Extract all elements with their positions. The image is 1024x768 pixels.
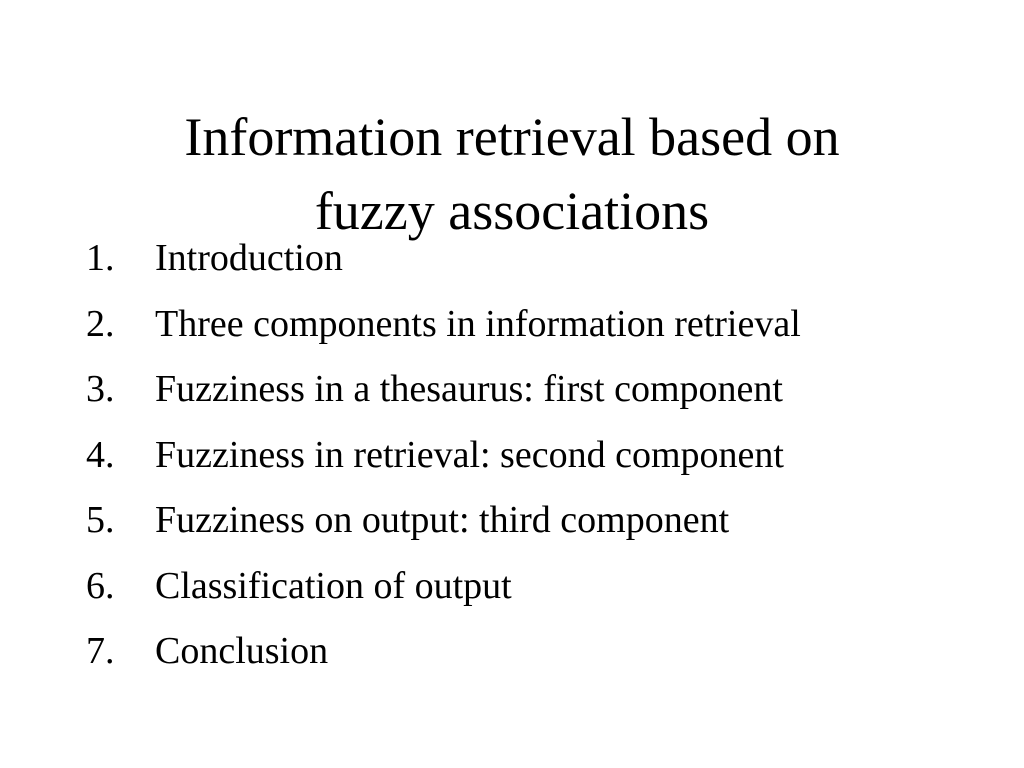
outline-item: 5. Fuzziness on output: third component xyxy=(86,490,801,556)
outline-item-number: 6. xyxy=(86,564,115,607)
outline-item-number: 7. xyxy=(86,630,115,672)
outline-item: 6. Classification of output xyxy=(86,556,801,622)
outline-item: 1. Introduction xyxy=(86,228,801,294)
outline-item: 2. Three components in information retrie… xyxy=(86,294,801,360)
outline-item: 3. Fuzziness in a thesaurus: first compon… xyxy=(86,359,801,425)
outline-list: 1. Introduction 2. Three components in inf… xyxy=(86,228,801,687)
outline-item-text: Fuzziness on output: third component xyxy=(155,499,730,541)
slide-title-line-2: fuzzy associations xyxy=(314,181,710,242)
outline-item-number: 3. xyxy=(86,368,115,410)
outline-item-number: 5. xyxy=(86,499,115,541)
outline-item-text: Classification of output xyxy=(155,564,512,607)
outline-item-number: 1. xyxy=(86,237,115,279)
outline-item: 7. Conclusion xyxy=(86,621,801,687)
outline-item-text: Fuzziness in a thesaurus: first componen… xyxy=(155,368,783,410)
outline-item-number: 4. xyxy=(86,433,115,476)
slide-title: Information retrieval based on fuzzy ass… xyxy=(0,100,1024,248)
outline-item: 4. Fuzziness in retrieval: second compone… xyxy=(86,425,801,491)
slide-title-line-1: Information retrieval based on xyxy=(184,107,840,168)
outline-item-text: Conclusion xyxy=(155,630,329,672)
outline-item-number: 2. xyxy=(86,302,115,345)
outline-item-text: Fuzziness in retrieval: second component xyxy=(155,433,784,476)
outline-item-text: Three components in information retrieva… xyxy=(155,302,801,345)
outline-item-text: Introduction xyxy=(155,237,343,279)
